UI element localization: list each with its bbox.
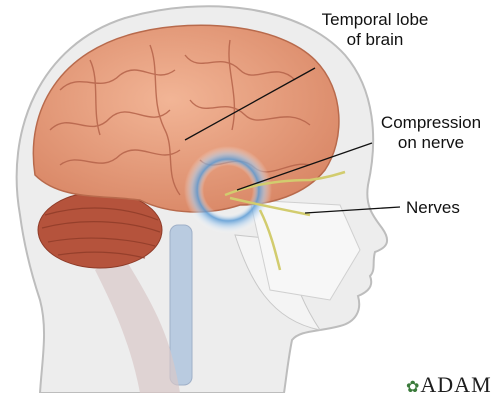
logo-text: ADAM <box>420 372 491 397</box>
cerebellum <box>38 192 162 268</box>
logo-mark-icon: ✿ <box>406 379 420 396</box>
adam-logo: ✿ADAM <box>406 372 492 398</box>
label-compression: Compression on nerve <box>366 113 496 153</box>
label-nerves: Nerves <box>406 198 460 218</box>
label-compression-line2: on nerve <box>366 133 496 153</box>
label-temporal-line2: of brain <box>300 30 450 50</box>
label-compression-line1: Compression <box>366 113 496 133</box>
compression-highlight-ring <box>184 146 272 234</box>
label-temporal-lobe: Temporal lobe of brain <box>300 10 450 50</box>
label-temporal-line1: Temporal lobe <box>300 10 450 30</box>
